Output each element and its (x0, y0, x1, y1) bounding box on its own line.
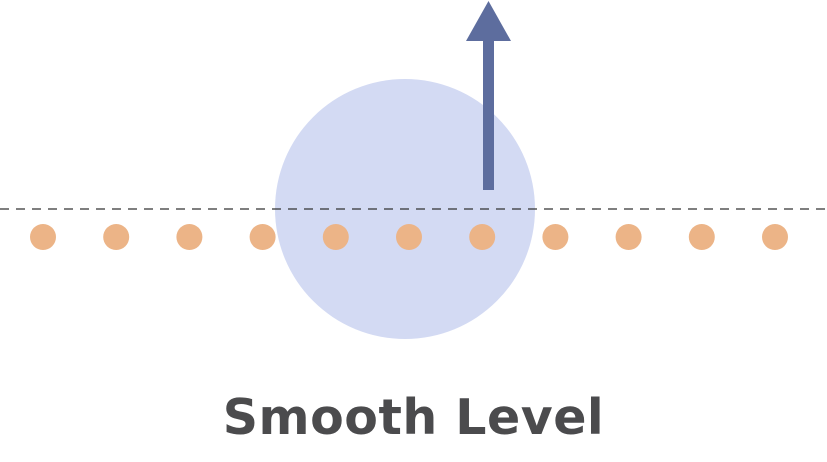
arrow-shaft (483, 38, 494, 190)
diagram-caption: Smooth Level (222, 389, 605, 446)
particle-dot (542, 224, 569, 250)
particle-row (30, 224, 788, 250)
particle-dot (176, 224, 203, 250)
particle-dot (615, 224, 642, 250)
particle-dot (322, 224, 349, 250)
particle-dot (249, 224, 276, 250)
particle-dot (762, 224, 788, 250)
particle-dot (469, 224, 496, 250)
particle-dot (103, 224, 130, 250)
particle-dot (30, 224, 56, 250)
particle-dot (396, 224, 422, 250)
up-arrow-head-icon (466, 1, 511, 41)
particle-dot (688, 224, 715, 250)
